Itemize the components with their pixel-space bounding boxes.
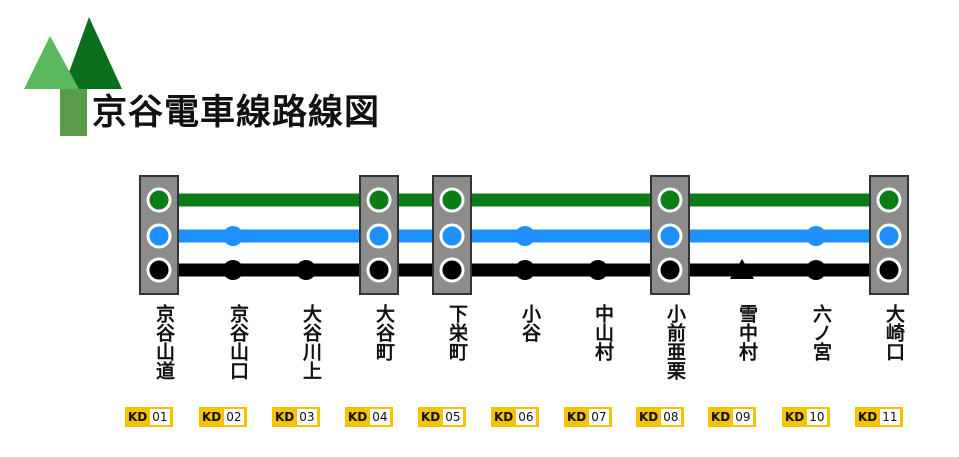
station-code-number: 10 [807, 409, 827, 425]
station-marker [806, 260, 826, 280]
station-code-number: 03 [297, 409, 317, 425]
station-name: 大谷町 [373, 304, 395, 361]
station-code-prefix: KD [711, 410, 731, 424]
station-marker [876, 223, 902, 249]
station-code-prefix: KD [348, 410, 368, 424]
station-marker [515, 226, 535, 246]
station-marker-triangle [730, 259, 754, 279]
station-marker [146, 187, 172, 213]
station-code-number: 11 [880, 409, 900, 425]
station-marker [657, 223, 683, 249]
station-code-number: 06 [516, 409, 536, 425]
station-name: 中山村 [592, 304, 614, 361]
station-marker [223, 260, 243, 280]
station-code-prefix: KD [858, 410, 878, 424]
station-name: 雪中村 [736, 304, 758, 361]
station-code-number: 08 [661, 409, 681, 425]
station-name: 京谷山道 [153, 304, 175, 380]
station-marker [439, 257, 465, 283]
page-title: 京谷電車線路線図 [92, 93, 381, 133]
station-name: 小前亜栗 [664, 304, 686, 380]
station-marker [876, 187, 902, 213]
station-code-prefix: KD [639, 410, 659, 424]
station-name: 下栄町 [446, 304, 468, 361]
station-code-number: 02 [224, 409, 244, 425]
station-code-prefix: KD [785, 410, 805, 424]
station-marker [588, 260, 608, 280]
station-name: 小谷 [519, 304, 541, 342]
station-marker [146, 257, 172, 283]
station-marker [146, 223, 172, 249]
station-code-prefix: KD [275, 410, 295, 424]
station-code-prefix: KD [202, 410, 222, 424]
station-marker [876, 257, 902, 283]
station-code-prefix: KD [421, 410, 441, 424]
station-marker [657, 187, 683, 213]
station-marker [806, 226, 826, 246]
station-name: 大谷川上 [300, 304, 322, 380]
station-code-number: 07 [589, 409, 609, 425]
station-marker [515, 260, 535, 280]
tree-logo-icon [24, 17, 122, 136]
station-code-number: 09 [733, 409, 753, 425]
station-name: 京谷山口 [227, 304, 249, 380]
station-code-prefix: KD [128, 410, 148, 424]
station-marker [223, 226, 243, 246]
station-code-number: 01 [150, 409, 170, 425]
station-marker [657, 257, 683, 283]
station-name: 六ノ宮 [810, 304, 832, 361]
station-marker [439, 223, 465, 249]
station-code-prefix: KD [567, 410, 587, 424]
station-marker [366, 223, 392, 249]
station-marker [296, 260, 316, 280]
station-code-prefix: KD [494, 410, 514, 424]
station-marker [366, 187, 392, 213]
station-code-number: 04 [370, 409, 390, 425]
station-marker [439, 187, 465, 213]
station-code-number: 05 [443, 409, 463, 425]
station-name: 大崎口 [883, 304, 905, 361]
station-marker [366, 257, 392, 283]
